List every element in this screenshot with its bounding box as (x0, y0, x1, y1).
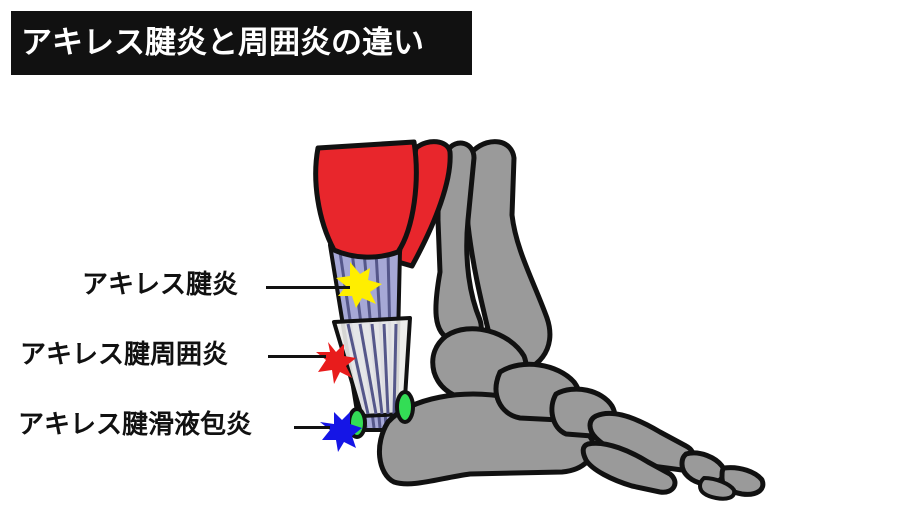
label-peritendinitis: アキレス腱周囲炎 (20, 340, 229, 370)
metatarsal-bone-lower (580, 440, 678, 495)
title-banner: アキレス腱炎と周囲炎の違い (11, 11, 472, 75)
marker-peritendinitis (316, 342, 356, 384)
leader-line-peritendinitis (268, 355, 326, 358)
marker-tendinitis (336, 262, 382, 308)
sheath-fibers (346, 323, 398, 415)
leader-line-bursitis (294, 426, 330, 429)
leader-line-tendinitis (266, 286, 350, 289)
bursa-right (395, 390, 415, 424)
label-tendinitis: アキレス腱炎 (82, 270, 239, 300)
page-title: アキレス腱炎と周囲炎の違い (21, 25, 424, 61)
marker-bursitis (320, 412, 362, 452)
phalanx-bone-small (698, 476, 737, 501)
gastrocnemius-muscle (313, 139, 419, 260)
label-bursitis: アキレス腱滑液包炎 (18, 410, 253, 440)
